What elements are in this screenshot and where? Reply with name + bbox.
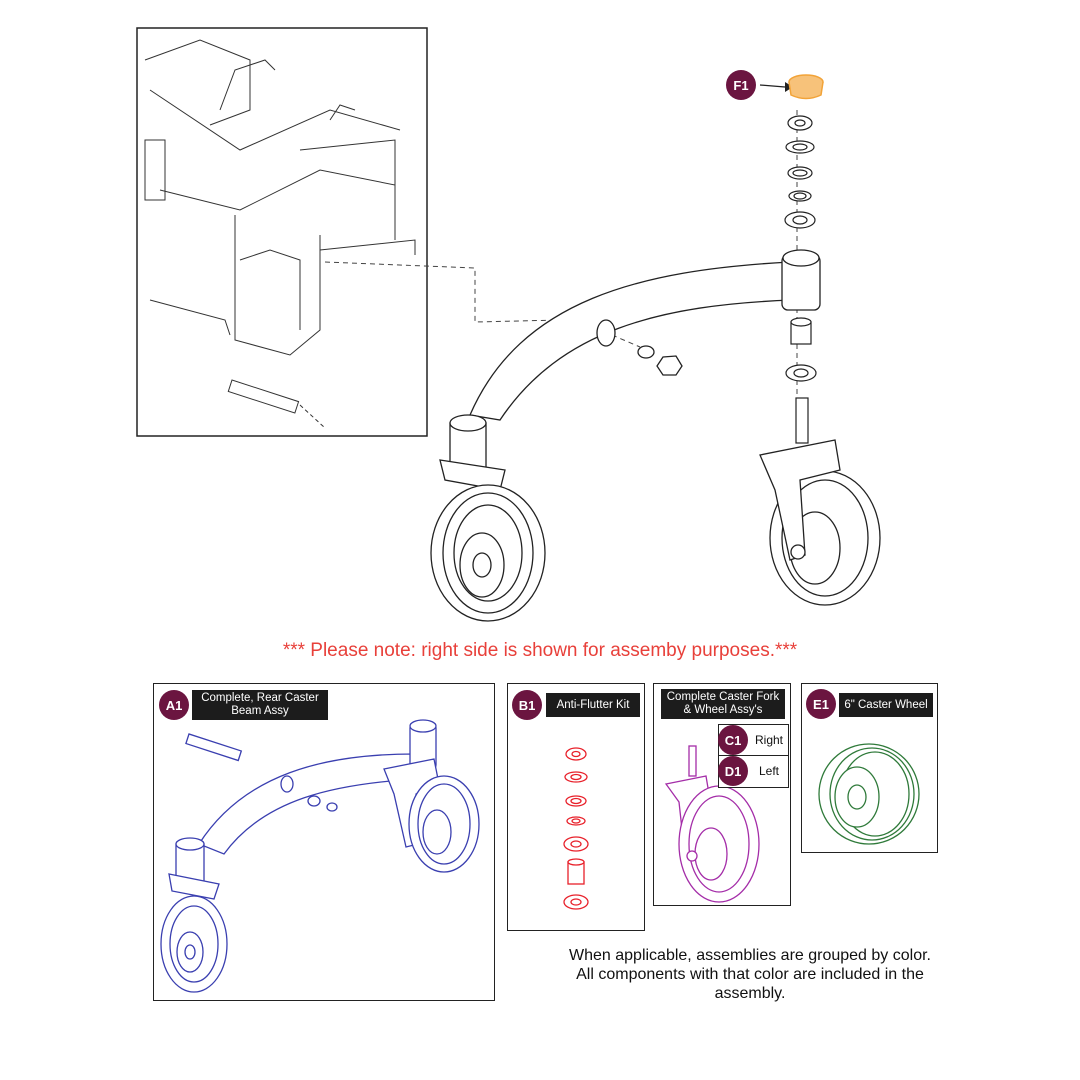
anti-flutter-kit-b1-drawing xyxy=(563,747,589,910)
beam-assy-a1-drawing xyxy=(160,719,480,993)
caster-wheel-e1-drawing xyxy=(818,743,920,845)
f1-badge[interactable]: F1 xyxy=(726,70,756,100)
e1-badge[interactable]: E1 xyxy=(806,689,836,719)
panel-b1[interactable]: B1 Anti-Flutter Kit xyxy=(507,683,645,931)
cd-label: Complete Caster Fork & Wheel Assy's xyxy=(661,689,785,719)
c1-badge[interactable]: C1 xyxy=(718,725,748,755)
color-grouping-legend: When applicable, assemblies are grouped … xyxy=(569,947,931,1002)
panel-e1[interactable]: E1 6" Caster Wheel xyxy=(801,683,938,853)
cap-f1-drawing xyxy=(788,74,824,100)
c1-side-label: Right xyxy=(754,733,783,747)
e1-label: 6" Caster Wheel xyxy=(839,693,933,717)
panel-a1[interactable]: A1 Complete, Rear Caster Beam Assy xyxy=(153,683,495,1001)
b1-label: Anti-Flutter Kit xyxy=(546,693,640,717)
assembly-note: *** Please note: right side is shown for… xyxy=(282,640,798,661)
caster-fork-wheel-drawing xyxy=(664,745,760,903)
exploded-view-drawing xyxy=(136,27,881,622)
frame-detail-inset xyxy=(136,27,428,437)
a1-badge[interactable]: A1 xyxy=(159,690,189,720)
a1-label: Complete, Rear Caster Beam Assy xyxy=(192,690,328,720)
cd-side-table-divider xyxy=(718,755,788,756)
panel-c1-d1[interactable]: Complete Caster Fork & Wheel Assy's C1 R… xyxy=(653,683,791,906)
b1-badge[interactable]: B1 xyxy=(512,690,542,720)
d1-side-label: Left xyxy=(758,764,779,778)
d1-badge[interactable]: D1 xyxy=(718,756,748,786)
